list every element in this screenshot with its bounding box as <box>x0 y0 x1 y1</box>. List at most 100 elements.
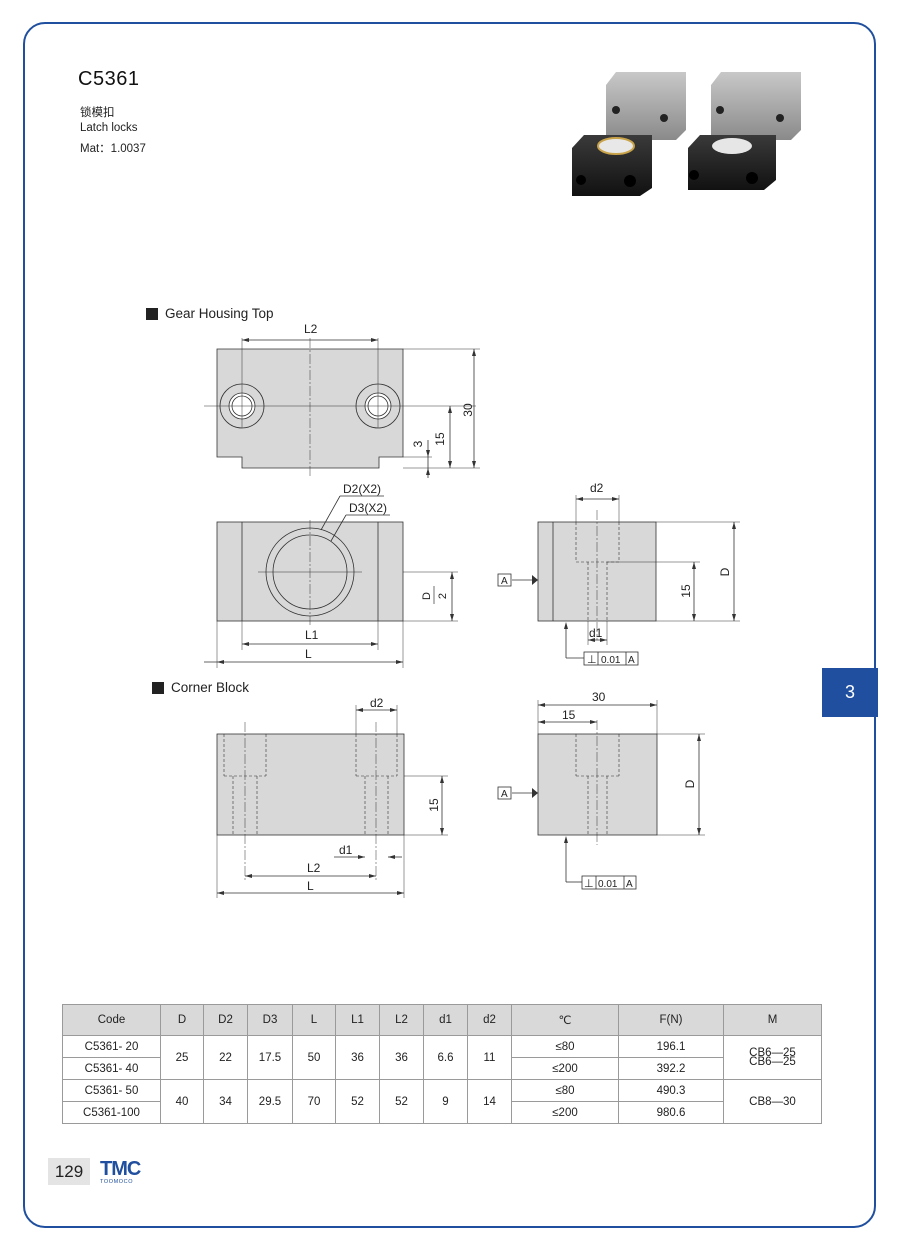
tolerance-symbol: ⊥ <box>584 878 594 890</box>
logo-text: TMC <box>100 1158 141 1180</box>
photo-top-block-right <box>711 72 801 140</box>
product-code: C5361 <box>78 68 140 90</box>
photo-hole <box>746 172 758 184</box>
header-l1: L1 <box>335 1004 380 1036</box>
section-title: Corner Block <box>171 680 250 695</box>
cell-l1: 36 <box>335 1035 380 1080</box>
corner-front-outline <box>216 733 405 836</box>
arrowhead <box>692 614 696 621</box>
header-d2-small: d2 <box>467 1004 512 1036</box>
header-d3: D3 <box>247 1004 293 1036</box>
arrowhead <box>588 638 595 642</box>
table-row: C5361- 50 40 34 29.5 70 52 52 9 14 ≤80 4… <box>62 1079 822 1124</box>
label-d-numerator: D <box>421 592 433 600</box>
tolerance-symbol: ⊥ <box>587 654 597 666</box>
cell-d2-small: 11 <box>467 1035 512 1080</box>
label-d2x2: D2(X2) <box>343 482 381 496</box>
cell-temperature: ≤200 <box>511 1057 619 1080</box>
cell-force: 980.6 <box>618 1101 724 1124</box>
product-photo <box>572 72 801 196</box>
label-15: 15 <box>562 708 576 722</box>
cell-d2: 34 <box>203 1079 248 1124</box>
page-number: 129 <box>48 1158 90 1185</box>
cell-d2-small: 14 <box>467 1079 512 1124</box>
photo-hole <box>624 175 636 187</box>
arrowhead <box>732 522 736 529</box>
arrowhead <box>371 338 378 342</box>
label-l: L <box>307 879 314 893</box>
header-force: F(N) <box>618 1004 724 1036</box>
arrowhead <box>217 660 224 664</box>
datum-box <box>497 786 512 800</box>
arrowhead <box>590 720 597 724</box>
label-d1: d1 <box>339 843 353 857</box>
photo-top-block-left <box>606 72 686 140</box>
arrowhead <box>650 703 657 707</box>
cell-d2: 22 <box>203 1035 248 1080</box>
leader-d3 <box>330 514 347 542</box>
header-l2: L2 <box>379 1004 424 1036</box>
tolerance-datum: A <box>626 879 633 890</box>
arrowhead <box>450 614 454 621</box>
cell-temperature: ≤80 <box>511 1079 619 1102</box>
logo-subtext: TOOMOCO <box>100 1179 134 1185</box>
cell-code: C5361-100 <box>62 1101 161 1124</box>
datum-box <box>497 573 512 587</box>
cell-force: 196.1 <box>618 1035 724 1058</box>
photo-hole <box>612 106 620 114</box>
cell-l2: 52 <box>379 1079 424 1124</box>
arrowhead <box>388 855 395 859</box>
arrowhead <box>426 450 430 457</box>
cell-l2: 36 <box>379 1035 424 1080</box>
header-m: M <box>723 1004 822 1036</box>
label-d2: d2 <box>590 481 604 495</box>
label-d: D <box>718 567 732 576</box>
arrowhead <box>472 349 476 356</box>
arrowhead <box>732 614 736 621</box>
arrowhead <box>440 828 444 835</box>
photo-hole <box>776 114 784 122</box>
cell-force: 392.2 <box>618 1057 724 1080</box>
arrowhead <box>450 572 454 579</box>
cell-m: CB8—30 <box>723 1079 822 1124</box>
arrowhead <box>440 776 444 783</box>
label-3: 3 <box>411 440 425 447</box>
brand-logo: TMC TOOMOCO <box>100 1158 141 1185</box>
arrowhead <box>245 874 252 878</box>
header-code: Code <box>62 1004 161 1036</box>
cell-code: C5361- 40 <box>62 1057 161 1080</box>
cell-d3: 17.5 <box>247 1035 293 1080</box>
photo-hole <box>576 175 586 185</box>
arrowhead <box>426 468 430 475</box>
datum-label: A <box>501 789 508 800</box>
cell-l: 50 <box>292 1035 336 1080</box>
photo-bore <box>597 137 635 155</box>
arrowhead <box>612 497 619 501</box>
cell-l: 70 <box>292 1079 336 1124</box>
header-d: D <box>160 1004 204 1036</box>
arrowhead <box>371 642 378 646</box>
label-l2: L2 <box>304 322 318 336</box>
arrowhead <box>564 836 568 843</box>
cell-d: 25 <box>160 1035 204 1080</box>
cell-code: C5361- 50 <box>62 1079 161 1102</box>
photo-hole <box>660 114 668 122</box>
label-d3x2: D3(X2) <box>349 501 387 515</box>
chapter-tab[interactable]: 3 <box>822 668 878 717</box>
label-15: 15 <box>427 798 441 812</box>
product-name-cn: 锁模扣 <box>80 107 115 119</box>
section-marker <box>146 307 158 320</box>
arrowhead <box>448 406 452 413</box>
tolerance-datum: A <box>628 655 635 666</box>
page-frame <box>23 22 876 1228</box>
arrowhead <box>538 703 545 707</box>
section-gear-housing-top: Gear Housing Top <box>146 306 274 321</box>
arrowhead <box>576 497 583 501</box>
label-l1: L1 <box>305 628 319 642</box>
table-row: C5361-100 ≤200 980.6 <box>62 1101 822 1124</box>
photo-hole <box>689 170 699 180</box>
cell-m: CB6—25 CB6—25 <box>723 1035 822 1080</box>
section-corner-block: Corner Block <box>152 680 249 695</box>
datum-label: A <box>501 576 508 587</box>
arrowhead <box>242 338 249 342</box>
